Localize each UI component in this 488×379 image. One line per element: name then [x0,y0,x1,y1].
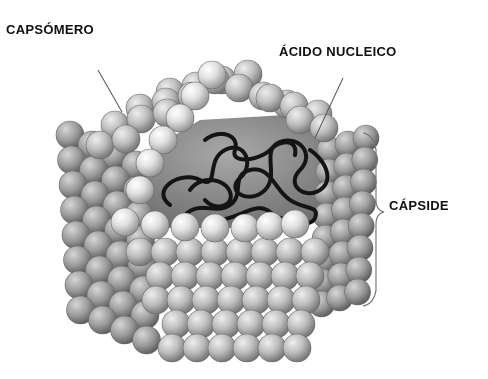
capsomer [233,334,261,362]
capsomer [283,334,311,362]
capsomer [208,334,236,362]
capsomer [111,208,139,236]
capsomer [133,326,161,354]
capsomer [292,286,320,314]
capsomer [276,238,304,266]
capsomer [196,262,224,290]
capsomer [281,210,309,238]
capsomero-label: CAPSÓMERO [6,22,94,37]
capsomer [258,334,286,362]
capsomero-leader-line [98,70,122,112]
capsomer [141,211,169,239]
capsomer [126,176,154,204]
capsomer [142,286,170,314]
capsomer [112,125,140,153]
capsomer [146,262,174,290]
capsomer [296,262,324,290]
capsomer [225,74,253,102]
capsomer [301,238,329,266]
acido-nucleico-label: ÁCIDO NUCLEICO [279,44,397,59]
capsomer [267,286,295,314]
capsomer [126,238,154,266]
capsomer [151,238,179,266]
capsomer [221,262,249,290]
capsomer [201,214,229,242]
capsomer [256,212,284,240]
capsomer [251,238,279,266]
capsomer [246,262,274,290]
capside-label: CÁPSIDE [389,198,449,213]
capsomer [256,84,284,112]
capsomer [167,286,195,314]
capsomer [237,310,265,338]
capsomer [187,310,215,338]
capsomer [287,310,315,338]
capsomer [183,334,211,362]
capsomer [136,149,164,177]
capsomer [262,310,290,338]
capsomer [231,214,259,242]
capsomer [286,106,314,134]
capsomer [171,262,199,290]
capsomer [212,310,240,338]
capsomer [242,286,270,314]
capsomer [345,279,371,305]
capsomer [158,334,186,362]
capsomer [217,286,245,314]
capsomer [192,286,220,314]
capsomer [271,262,299,290]
capsomer [162,310,190,338]
capsomer [176,238,204,266]
capsomer [86,131,114,159]
capsomer [226,238,254,266]
capsomer [171,213,199,241]
